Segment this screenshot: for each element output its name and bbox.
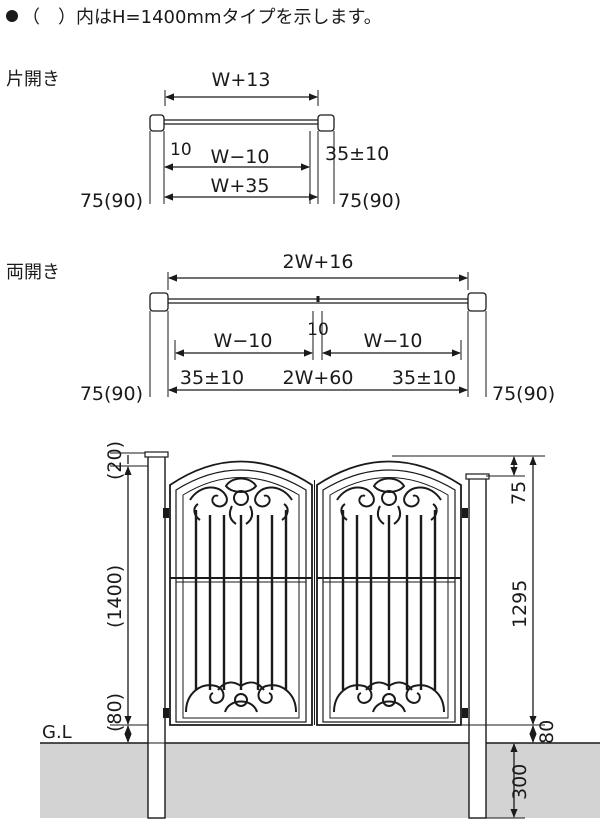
foundation-depth-dim: 300	[509, 764, 531, 800]
single-post-left	[149, 114, 165, 132]
single-overall-dim: W+13	[212, 69, 271, 91]
left-post	[147, 452, 166, 819]
left-height-dim: (1400)	[104, 565, 126, 628]
ground-section	[40, 743, 600, 818]
double-post-left-dim: 75(90)	[80, 383, 143, 405]
double-right-gap: 35±10	[392, 367, 456, 389]
double-post-right	[467, 292, 487, 312]
left-gate-leaf	[169, 460, 313, 726]
right-gate-leaf	[316, 460, 462, 726]
single-latch-gap: 35±10	[325, 143, 389, 165]
double-title: 両開き	[6, 262, 60, 283]
gate-elevation: G.L (20) (1400) (80)	[40, 441, 600, 819]
right-height-dim: 1295	[509, 580, 531, 628]
single-opening-dim: W−10	[211, 146, 270, 168]
double-inner-span: 2W+60	[283, 367, 354, 389]
left-top-dim: (20)	[104, 441, 126, 480]
double-right-opening: W−10	[364, 330, 423, 352]
note-text: （ ）内はH=1400mmタイプを示します。	[22, 7, 382, 28]
right-bottom-dim: 80	[536, 720, 558, 744]
right-top-dim: 75	[508, 481, 530, 505]
ground-level-label: G.L	[42, 722, 72, 743]
double-post-left	[149, 292, 169, 312]
double-left-opening: W−10	[214, 330, 273, 352]
double-center-gap: 10	[307, 320, 329, 340]
single-title: 片開き	[6, 69, 60, 90]
bullet-icon	[6, 10, 18, 22]
single-gap-small: 10	[170, 140, 192, 160]
double-left-gap: 35±10	[180, 367, 244, 389]
single-post-right-dim: 75(90)	[338, 190, 401, 212]
single-post-right	[317, 114, 335, 132]
single-inner-span: W+35	[211, 175, 270, 197]
single-post-left-dim: 75(90)	[80, 190, 143, 212]
double-swing-plan: 両開き 2W+16 10 W−10 W−10 35±10 2W+60 35±10	[6, 251, 555, 405]
single-swing-plan: 片開き W+13 10 W−10 35±10 W+35 75(90) 75(90…	[6, 69, 401, 212]
left-bottom-dim: (80)	[104, 693, 126, 732]
double-overall-dim: 2W+16	[283, 251, 354, 273]
right-post	[468, 475, 487, 819]
double-post-right-dim: 75(90)	[492, 383, 555, 405]
